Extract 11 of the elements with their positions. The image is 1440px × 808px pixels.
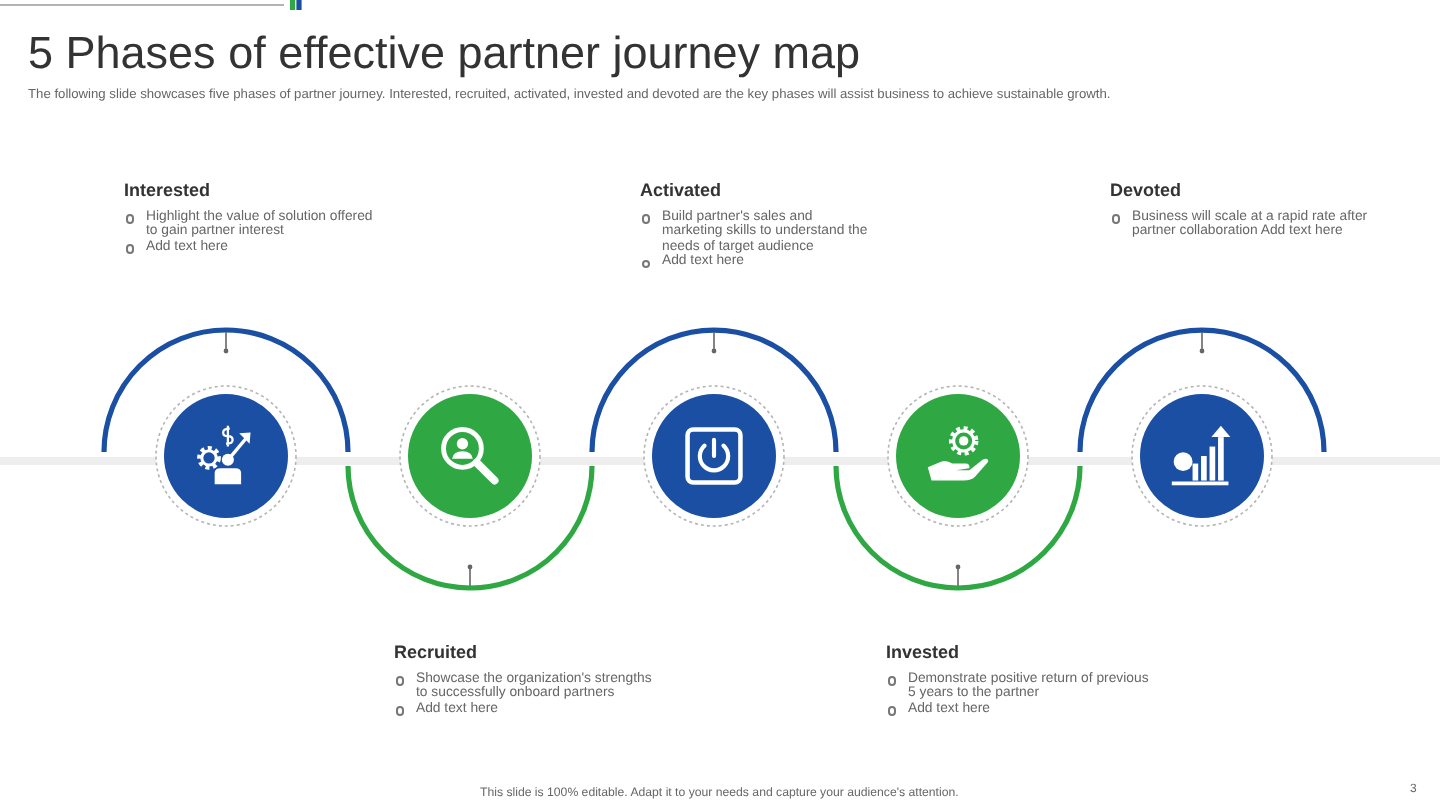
phase-circle [886,384,1030,528]
phase-circle [154,384,298,528]
phase-circle [398,384,542,528]
phase-heading: Devoted [1110,180,1182,202]
phase-circle [642,384,786,528]
slide-title: 5 Phases of effective partner journey map [28,30,861,80]
phase-heading: Activated [640,180,722,202]
phase-heading: Recruited [394,642,478,664]
phase-circle [1130,384,1274,528]
phase-heading: Invested [886,642,960,664]
phase-heading: Interested [124,180,211,202]
